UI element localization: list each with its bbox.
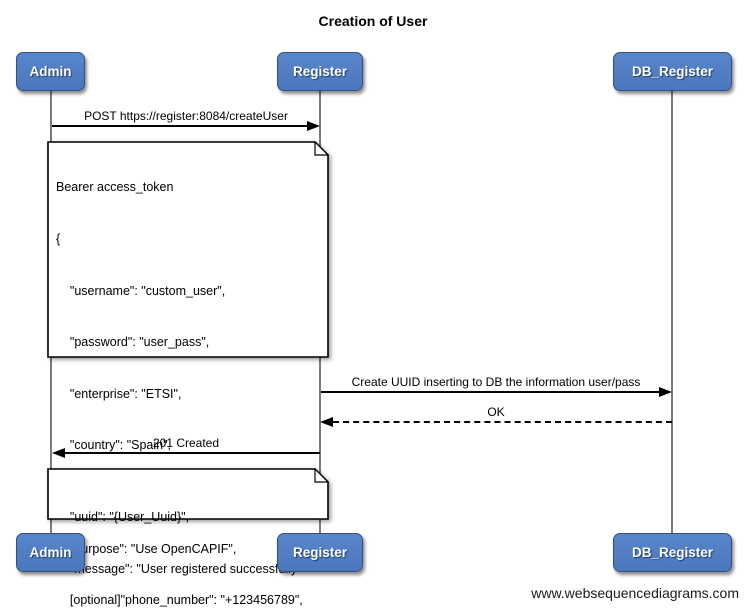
actor-db-register-label: DB_Register: [631, 545, 714, 560]
note-shape: [47, 141, 329, 358]
websequencediagrams-watermark: www.websequencediagrams.com: [531, 585, 739, 601]
note-response-body: "uuid": "{User_Uuid}", "message": "User …: [47, 468, 329, 576]
note-line: "uuid": "{User_Uuid}",: [56, 510, 190, 525]
message-line-create-uuid: [321, 391, 659, 393]
message-label-post-createuser: POST https://register:8084/createUser: [84, 109, 288, 123]
note-line: {: [56, 232, 61, 247]
note-line: "password": "user_pass",: [56, 335, 210, 350]
arrowhead-left-icon: [52, 448, 65, 458]
arrowhead-left-icon: [320, 417, 333, 427]
message-line-post-createuser: [52, 125, 307, 127]
diagram-title: Creation of User: [318, 13, 428, 29]
note-line: "message": "User registered successfully…: [56, 562, 302, 577]
note-line: "country": "Spain",: [56, 438, 172, 453]
note-fold-icon: [314, 468, 329, 483]
arrowhead-right-icon: [659, 387, 672, 397]
note-request-body: Bearer access_token { "username": "custo…: [47, 141, 329, 607]
lifeline-db-register: [671, 91, 673, 534]
actor-register-bottom: Register: [277, 533, 363, 572]
actor-register-label: Register: [292, 545, 348, 560]
arrowhead-right-icon: [307, 121, 320, 131]
message-line-201-created: [65, 452, 320, 454]
message-line-ok: [333, 421, 672, 423]
note-line: "username": "custom_user",: [56, 283, 226, 298]
actor-db-register-top: DB_Register: [613, 52, 732, 91]
actor-db-register-label: DB_Register: [631, 64, 714, 79]
note-line: "enterprise": "ETSI",: [56, 386, 182, 401]
actor-admin-label: Admin: [29, 64, 72, 79]
actor-admin-top: Admin: [16, 52, 85, 91]
note-line: [optional]"phone_number": "+123456789",: [56, 593, 303, 608]
note-fold-icon: [314, 141, 329, 156]
note-shape: [47, 468, 329, 520]
actor-db-register-bottom: DB_Register: [613, 533, 732, 572]
message-label-create-uuid: Create UUID inserting to DB the informat…: [351, 375, 641, 389]
note-response-body-text: "uuid": "{User_Uuid}", "message": "User …: [56, 475, 302, 610]
actor-admin-bottom: Admin: [16, 533, 85, 572]
actor-register-label: Register: [292, 64, 348, 79]
actor-admin-label: Admin: [29, 545, 72, 560]
actor-register-top: Register: [277, 52, 363, 91]
message-label-201-created: 201 Created: [152, 436, 220, 450]
note-line: Bearer access_token: [56, 180, 174, 195]
message-label-ok: OK: [487, 405, 505, 419]
